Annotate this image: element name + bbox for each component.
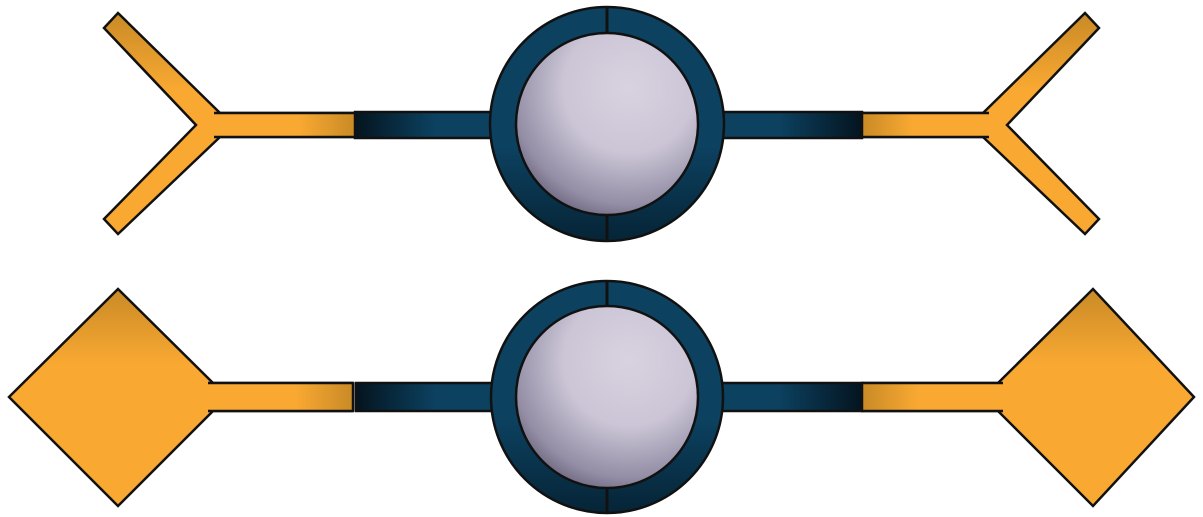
left-rod [355, 112, 500, 138]
bottom-connector [9, 281, 1194, 513]
top-connector [104, 7, 1099, 241]
left-stem-orange [208, 384, 353, 410]
hub-sphere [516, 306, 698, 488]
hub-sphere [516, 33, 698, 215]
right-rod [710, 383, 862, 411]
left-rod [356, 383, 500, 411]
left-stem-orange [214, 113, 355, 137]
right-stem-orange [862, 113, 989, 137]
right-rod [710, 112, 862, 138]
right-stem-orange [862, 384, 1003, 410]
